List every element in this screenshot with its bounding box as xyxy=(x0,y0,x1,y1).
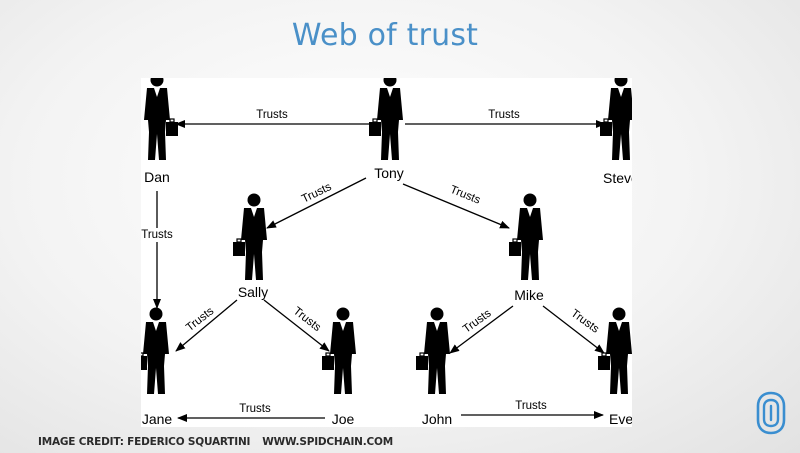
person-name: Joe xyxy=(332,411,355,427)
trust-label: Trusts xyxy=(448,184,482,207)
website-link[interactable]: WWW.SPIDCHAIN.COM xyxy=(262,436,394,448)
businessman-silhouette-icon xyxy=(143,78,179,161)
trust-edge-tony-sally: Trusts xyxy=(266,177,367,229)
person-name: Eve xyxy=(609,411,632,427)
trust-label: Trusts xyxy=(461,307,494,335)
businessman-silhouette-icon xyxy=(141,306,170,395)
trust-edge-sally-joe: Trusts xyxy=(263,299,330,352)
businessman-silhouette-icon xyxy=(368,78,404,161)
credit-text: IMAGE CREDIT: FEDERICO SQUARTINI xyxy=(38,436,251,448)
person-eve: Eve xyxy=(597,306,632,427)
trust-edge-mike-eve: Trusts xyxy=(542,305,605,354)
person-john: John xyxy=(415,306,452,427)
businessman-silhouette-icon xyxy=(508,192,544,281)
person-dan: Dan xyxy=(143,78,179,185)
person-jane: Jane xyxy=(141,306,173,427)
trust-label: Trusts xyxy=(256,109,288,121)
trust-edge-dan-jane: Trusts xyxy=(141,191,175,309)
spidchain-logo-icon[interactable] xyxy=(755,390,787,436)
trust-edge-joe-jane: Trusts xyxy=(177,403,325,422)
person-steve: Steve xyxy=(599,78,632,186)
trust-arrow xyxy=(266,177,367,229)
person-name: Steve xyxy=(603,170,632,186)
trust-arrow xyxy=(402,183,510,229)
businessman-silhouette-icon xyxy=(321,306,357,395)
trust-label: Trusts xyxy=(568,307,601,335)
trust-edge-john-eve: Trusts xyxy=(461,400,604,419)
trust-arrow xyxy=(542,305,605,354)
person-name: Mike xyxy=(514,287,544,303)
trust-arrow xyxy=(263,299,330,352)
trust-edge-tony-dan: Trusts xyxy=(175,109,373,128)
person-tony: Tony xyxy=(368,78,404,181)
person-name: Sally xyxy=(238,284,268,300)
page-title: Web of trust xyxy=(291,18,479,53)
label-backdrop xyxy=(141,228,175,242)
person-name: Tony xyxy=(374,165,404,181)
person-sally: Sally xyxy=(232,192,268,300)
trust-label: Trusts xyxy=(141,229,173,241)
trust-arrow xyxy=(449,305,514,354)
person-name: John xyxy=(422,411,452,427)
businessman-silhouette-icon xyxy=(597,306,632,395)
person-name: Dan xyxy=(144,169,170,185)
businessman-silhouette-icon xyxy=(599,78,632,161)
trust-label: Trusts xyxy=(488,109,520,121)
person-mike: Mike xyxy=(508,192,544,303)
businessman-silhouette-icon xyxy=(232,192,268,281)
trust-label: Trusts xyxy=(291,305,323,334)
trust-label: Trusts xyxy=(515,400,547,412)
trust-arrow xyxy=(175,299,238,352)
trust-label: Trusts xyxy=(239,403,271,415)
trust-edge-sally-jane: Trusts xyxy=(175,299,238,352)
trust-edge-tony-mike: Trusts xyxy=(402,183,510,229)
person-name: Jane xyxy=(142,411,173,427)
person-joe: Joe xyxy=(321,306,357,427)
trust-label: Trusts xyxy=(184,305,216,334)
trust-label: Trusts xyxy=(300,181,334,206)
trust-edge-tony-steve: Trusts xyxy=(405,109,606,128)
businessman-silhouette-icon xyxy=(415,306,451,395)
trust-edge-mike-john: Trusts xyxy=(449,305,514,354)
image-credit: IMAGE CREDIT: FEDERICO SQUARTINI WWW.SPID… xyxy=(38,436,393,448)
